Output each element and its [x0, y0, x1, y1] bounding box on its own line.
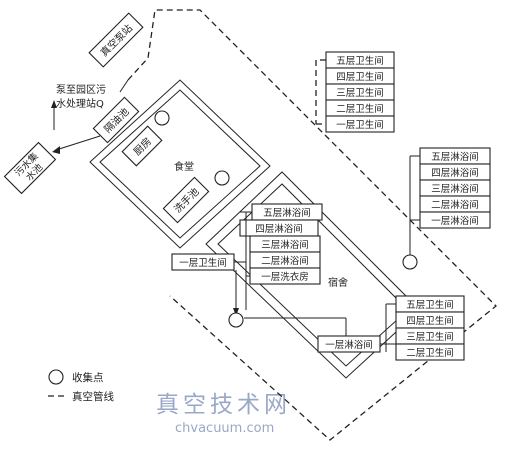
dorm-stack-item: 一层洗衣房 [261, 271, 309, 283]
shower-stack-item: 二层淋浴间 [431, 199, 479, 211]
collection-point-washbasin [214, 170, 230, 186]
tank-link [55, 135, 101, 151]
toilet-1f-left-label: 一层卫生间 [179, 257, 227, 269]
shower-stack-item: 五层淋浴间 [431, 151, 479, 163]
bottom-right-toilets: 五层卫生间 四层卫生间 三层卫生间 二层卫生间 [380, 295, 465, 361]
toilet-stack-item: 四层卫生间 [336, 71, 384, 83]
toilet-stack-item: 三层卫生间 [406, 331, 454, 343]
dormitory-label: 宿舍 [328, 276, 348, 289]
toilet-stack-item: 五层卫生间 [336, 55, 384, 67]
dorm-collection-lines [233, 211, 347, 338]
dorm-inner-stack: 五层淋浴间 四层淋浴间 三层淋浴间 二层淋浴间 一层洗衣房 [239, 203, 323, 285]
pump-to-trap-pipe [119, 79, 129, 93]
watermark-url: chvacuum.com [175, 421, 274, 436]
vacuum-main-pipe [127, 9, 497, 441]
to-sewage-plant-line2: 水处理站Q [56, 97, 104, 110]
toilet-stack-item: 二层卫生间 [336, 103, 384, 115]
shower-1f-bottom: 一层淋浴间 [317, 335, 381, 353]
legend: 收集点 真空管线 [48, 369, 114, 403]
kitchen: 厨房 [121, 110, 170, 167]
watermark-title: 真空技术网 [156, 392, 291, 418]
dorm-stack-item: 四层淋浴间 [255, 223, 303, 235]
sewage-collection-tank: 污水集 水池 [3, 141, 57, 195]
right-showers: 五层淋浴间 四层淋浴间 三层淋浴间 二层淋浴间 一层淋浴间 [409, 147, 491, 256]
sewage-plant-arrow: 泵至园区污 水处理站Q [51, 84, 106, 130]
toilet-stack-item: 五层卫生间 [406, 299, 454, 311]
shower-1f-bottom-label: 一层淋浴间 [325, 339, 373, 351]
toilet-stack-item: 四层卫生间 [406, 315, 454, 327]
collection-point-kitchen [154, 110, 170, 126]
toilet-1f-left: 一层卫生间 [171, 253, 235, 271]
to-sewage-plant-line1: 泵至园区污 [56, 84, 106, 96]
dorm-stack-item: 五层淋浴间 [263, 207, 311, 219]
shower-stack-item: 三层淋浴间 [431, 183, 479, 195]
legend-collection-point-label: 收集点 [72, 371, 104, 384]
toilet-stack-item: 三层卫生间 [336, 87, 384, 99]
canteen-label: 食堂 [174, 160, 194, 173]
dorm-stack-item: 三层淋浴间 [261, 239, 309, 251]
canteen-building: 食堂 [89, 79, 271, 249]
vacuum-pump-station: 真空泵站 [88, 12, 144, 68]
dorm-stack-item: 二层淋浴间 [261, 255, 309, 267]
shower-stack-item: 一层淋浴间 [431, 215, 479, 227]
legend-vacuum-pipe-label: 真空管线 [72, 390, 114, 403]
toilet-stack-item: 一层卫生间 [336, 119, 384, 131]
top-right-toilets: 五层卫生间 四层卫生间 三层卫生间 二层卫生间 一层卫生间 [315, 51, 395, 133]
shower-stack-item: 四层淋浴间 [431, 167, 479, 179]
washbasin: 洗手池 [162, 170, 230, 224]
collection-point-dorm-left [228, 312, 244, 328]
legend-collection-point-icon [48, 369, 64, 385]
toilet-stack-item: 二层卫生间 [406, 347, 454, 359]
collection-point-dorm-right [402, 254, 418, 270]
